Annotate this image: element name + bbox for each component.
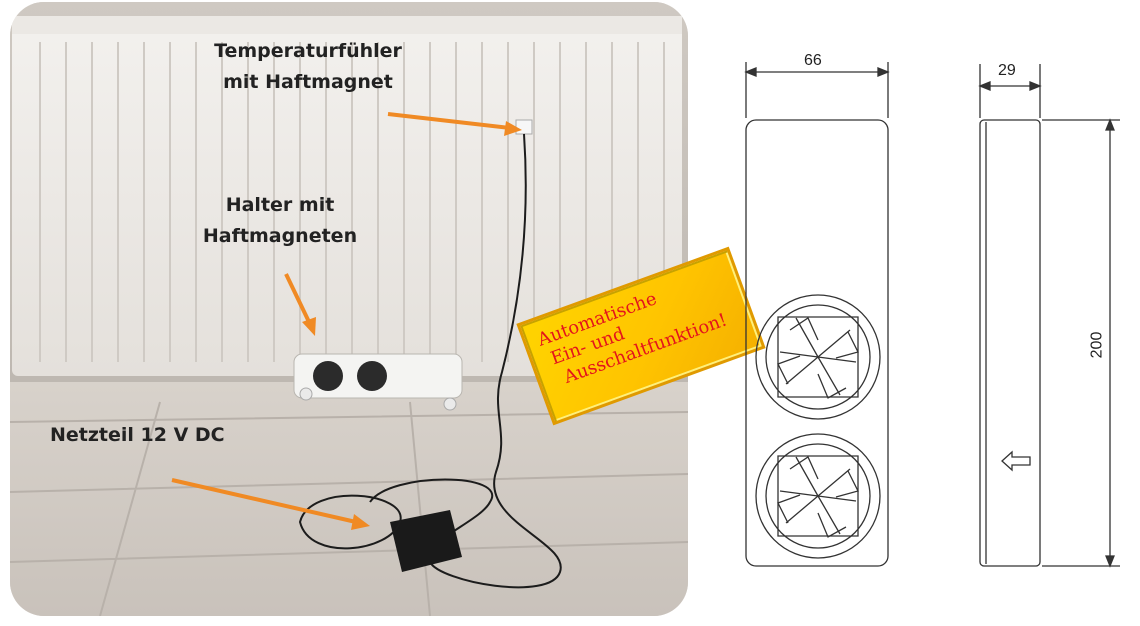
arrow-holder <box>284 273 312 325</box>
holder-label: Halter mit Haftmagneten <box>180 190 380 252</box>
depth-dimension: 29 <box>998 62 1016 79</box>
technical-drawing: 66 29 200 <box>690 0 1140 622</box>
adapter-cable <box>298 494 402 550</box>
sensor-label-line2: mit Haftmagnet <box>223 71 393 93</box>
fan-right <box>357 361 387 391</box>
power-supply-label: Netzteil 12 V DC <box>50 424 225 446</box>
power-adapter <box>390 510 462 572</box>
sensor-label: Temperaturfühler mit Haftmagnet <box>178 36 438 98</box>
fan-drawing-bottom <box>755 433 881 559</box>
width-dimension: 66 <box>804 52 822 69</box>
holder-label-line1: Halter mit <box>225 194 335 216</box>
front-view-body <box>745 119 889 567</box>
arrow-power <box>171 478 357 524</box>
fan-left <box>313 361 343 391</box>
holder-label-line2: Haftmagneten <box>202 225 358 247</box>
fan-drawing-top <box>755 294 881 420</box>
temperature-sensor <box>515 119 533 135</box>
annotation-arrows <box>171 112 522 530</box>
arrow-sensor <box>387 112 511 130</box>
floor-seams <box>10 401 688 616</box>
sensor-cable <box>369 133 562 589</box>
height-dimension: 200 <box>1088 331 1106 359</box>
radiator-top <box>12 16 682 34</box>
side-view-body <box>979 119 1041 567</box>
drawing-svg <box>744 62 1120 568</box>
radiator <box>12 16 682 376</box>
radiator-fins <box>39 42 665 362</box>
photo-illustration <box>10 2 688 616</box>
sensor-label-line1: Temperaturfühler <box>214 40 402 62</box>
airflow-arrow-icon <box>1001 450 1031 472</box>
